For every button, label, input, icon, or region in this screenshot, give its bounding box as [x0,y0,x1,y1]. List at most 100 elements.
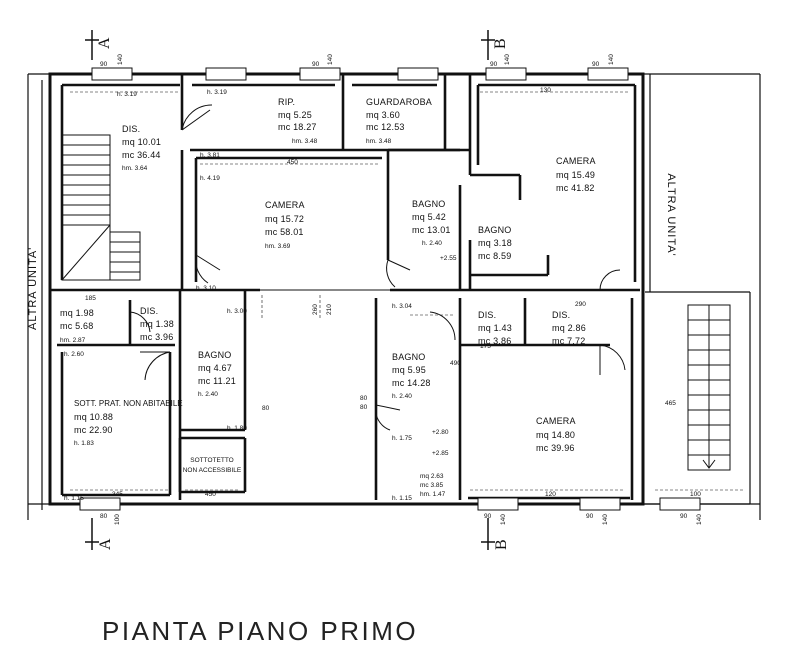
room-small-bottom: mq 2.63 mc 3.85 hm. 1.47 [420,473,446,498]
room-bagno-2: BAGNO mq 3.18 mc 8.59 [478,225,512,261]
room-bagno-4: BAGNO mq 5.95 mc 14.28 h. 2.40 [392,352,431,400]
svg-text:mq 1.43: mq 1.43 [478,323,512,333]
svg-text:465: 465 [665,400,676,407]
svg-text:BAGNO: BAGNO [412,199,446,209]
svg-text:mq 15.72: mq 15.72 [265,214,304,224]
svg-text:mc 39.96: mc 39.96 [536,443,575,453]
svg-text:mc 11.21: mc 11.21 [198,376,236,386]
svg-text:mq 3.18: mq 3.18 [478,238,512,248]
svg-text:mq 3.60: mq 3.60 [366,110,400,120]
svg-text:140: 140 [504,54,511,65]
svg-text:h. 2.40: h. 2.40 [392,393,412,400]
svg-text:h. 1.83: h. 1.83 [74,440,94,447]
svg-text:90: 90 [680,513,688,520]
svg-text:mc 3.96: mc 3.96 [140,332,173,342]
right-unit-label: ALTRA UNITA' [665,173,677,256]
svg-text:mc 22.90: mc 22.90 [74,425,113,435]
svg-text:90: 90 [586,513,594,520]
svg-text:mc 18.27: mc 18.27 [278,122,317,132]
level-marker-a: +2.55 [440,255,457,262]
room-bagno-1: BAGNO mq 5.42 mc 13.01 h. 2.40 [412,199,450,247]
svg-text:mc 7.72: mc 7.72 [552,336,585,346]
svg-text:mq 1.38: mq 1.38 [140,319,174,329]
svg-text:mq 5.42: mq 5.42 [412,212,446,222]
svg-text:mq 1.98: mq 1.98 [60,308,94,318]
svg-text:mc 3.85: mc 3.85 [420,482,444,489]
svg-text:80: 80 [360,395,368,402]
svg-text:345: 345 [112,491,123,498]
svg-text:mc 3.86: mc 3.86 [478,336,511,346]
svg-text:hm. 1.47: hm. 1.47 [420,491,446,498]
svg-text:90: 90 [312,61,320,68]
svg-text:80: 80 [360,404,368,411]
svg-text:100: 100 [690,491,701,498]
svg-text:mc 14.28: mc 14.28 [392,378,431,388]
left-staircase [61,134,141,281]
svg-text:140: 140 [608,54,615,65]
svg-text:h. 3.00: h. 3.00 [227,308,247,315]
level-marker-c: +2.85 [432,450,449,457]
svg-text:210: 210 [326,304,333,315]
svg-text:mc 5.68: mc 5.68 [60,321,93,331]
svg-text:mq 2.86: mq 2.86 [552,323,586,333]
left-unit-label: ALTRA UNITA' [27,247,39,330]
svg-text:h. 1.75: h. 1.75 [392,435,412,442]
section-a-top: A [96,37,113,49]
svg-text:hm. 3.69: hm. 3.69 [265,243,291,250]
svg-text:140: 140 [696,514,703,525]
room-dis-top: DIS. mq 10.01 mc 36.44 hm. 3.64 [122,124,161,172]
svg-text:450: 450 [205,491,216,498]
section-b-top: B [492,38,509,49]
svg-text:CAMERA: CAMERA [556,156,596,166]
svg-text:SOTT. PRAT. NON ABITABILE: SOTT. PRAT. NON ABITABILE [74,399,183,408]
room-dis-2: DIS. mq 1.38 mc 3.96 [140,306,174,342]
svg-text:NON ACCESSIBILE: NON ACCESSIBILE [183,467,242,474]
svg-text:100: 100 [114,514,121,525]
svg-text:80: 80 [262,405,270,412]
svg-text:mc 58.01: mc 58.01 [265,227,304,237]
svg-text:mq 14.80: mq 14.80 [536,430,575,440]
room-sottotetto-praticabile: SOTT. PRAT. NON ABITABILE mq 10.88 mc 22… [74,399,183,447]
svg-text:140: 140 [602,514,609,525]
svg-text:mq 2.63: mq 2.63 [420,473,444,480]
svg-text:hm. 3.64: hm. 3.64 [122,165,148,172]
level-marker-b: +2.80 [432,429,449,436]
svg-text:175: 175 [480,343,491,350]
svg-text:CAMERA: CAMERA [536,416,576,426]
bottom-windows [79,497,701,511]
svg-text:h. 2.60: h. 2.60 [64,351,84,358]
svg-text:GUARDAROBA: GUARDAROBA [366,97,432,107]
svg-text:185: 185 [85,295,96,302]
svg-text:290: 290 [575,301,586,308]
svg-text:120: 120 [545,491,556,498]
svg-text:BAGNO: BAGNO [392,352,426,362]
svg-text:mc 36.44: mc 36.44 [122,150,161,160]
top-windows [91,67,629,81]
svg-text:CAMERA: CAMERA [265,200,305,210]
room-dis-3: DIS. mq 1.43 mc 3.86 [478,310,512,346]
svg-text:hm. 2.87: hm. 2.87 [60,337,86,344]
svg-text:h. 2.40: h. 2.40 [198,391,218,398]
svg-text:140: 140 [117,54,124,65]
window-dims: 90 140 90 140 90 140 90 140 80 100 90 14… [85,54,703,525]
svg-text:h. 3.81: h. 3.81 [200,152,220,159]
svg-text:DIS.: DIS. [122,124,140,134]
svg-text:mq 10.88: mq 10.88 [74,412,113,422]
svg-text:260: 260 [312,304,319,315]
svg-text:140: 140 [500,514,507,525]
plan-title: PIANTA PIANO PRIMO [102,616,418,646]
room-camera-3: CAMERA mq 14.80 mc 39.96 [536,416,576,453]
height-labels: h. 3.19 h. 3.19 h. 3.81 h. 4.19 h. 3.10 … [64,89,412,502]
room-rip: RIP. mq 5.25 mc 18.27 hm. 3.48 [278,97,318,145]
svg-text:RIP.: RIP. [278,97,295,107]
svg-text:80: 80 [100,513,108,520]
svg-text:mq 4.67: mq 4.67 [198,363,232,373]
svg-text:mc 12.53: mc 12.53 [366,122,405,132]
room-bagno-3: BAGNO mq 4.67 mc 11.21 h. 2.40 [198,350,236,398]
svg-text:h. 1.15: h. 1.15 [392,495,412,502]
svg-text:mc 8.59: mc 8.59 [478,251,511,261]
svg-text:140: 140 [327,54,334,65]
svg-text:450: 450 [287,159,298,166]
svg-text:hm. 3.48: hm. 3.48 [292,138,318,145]
